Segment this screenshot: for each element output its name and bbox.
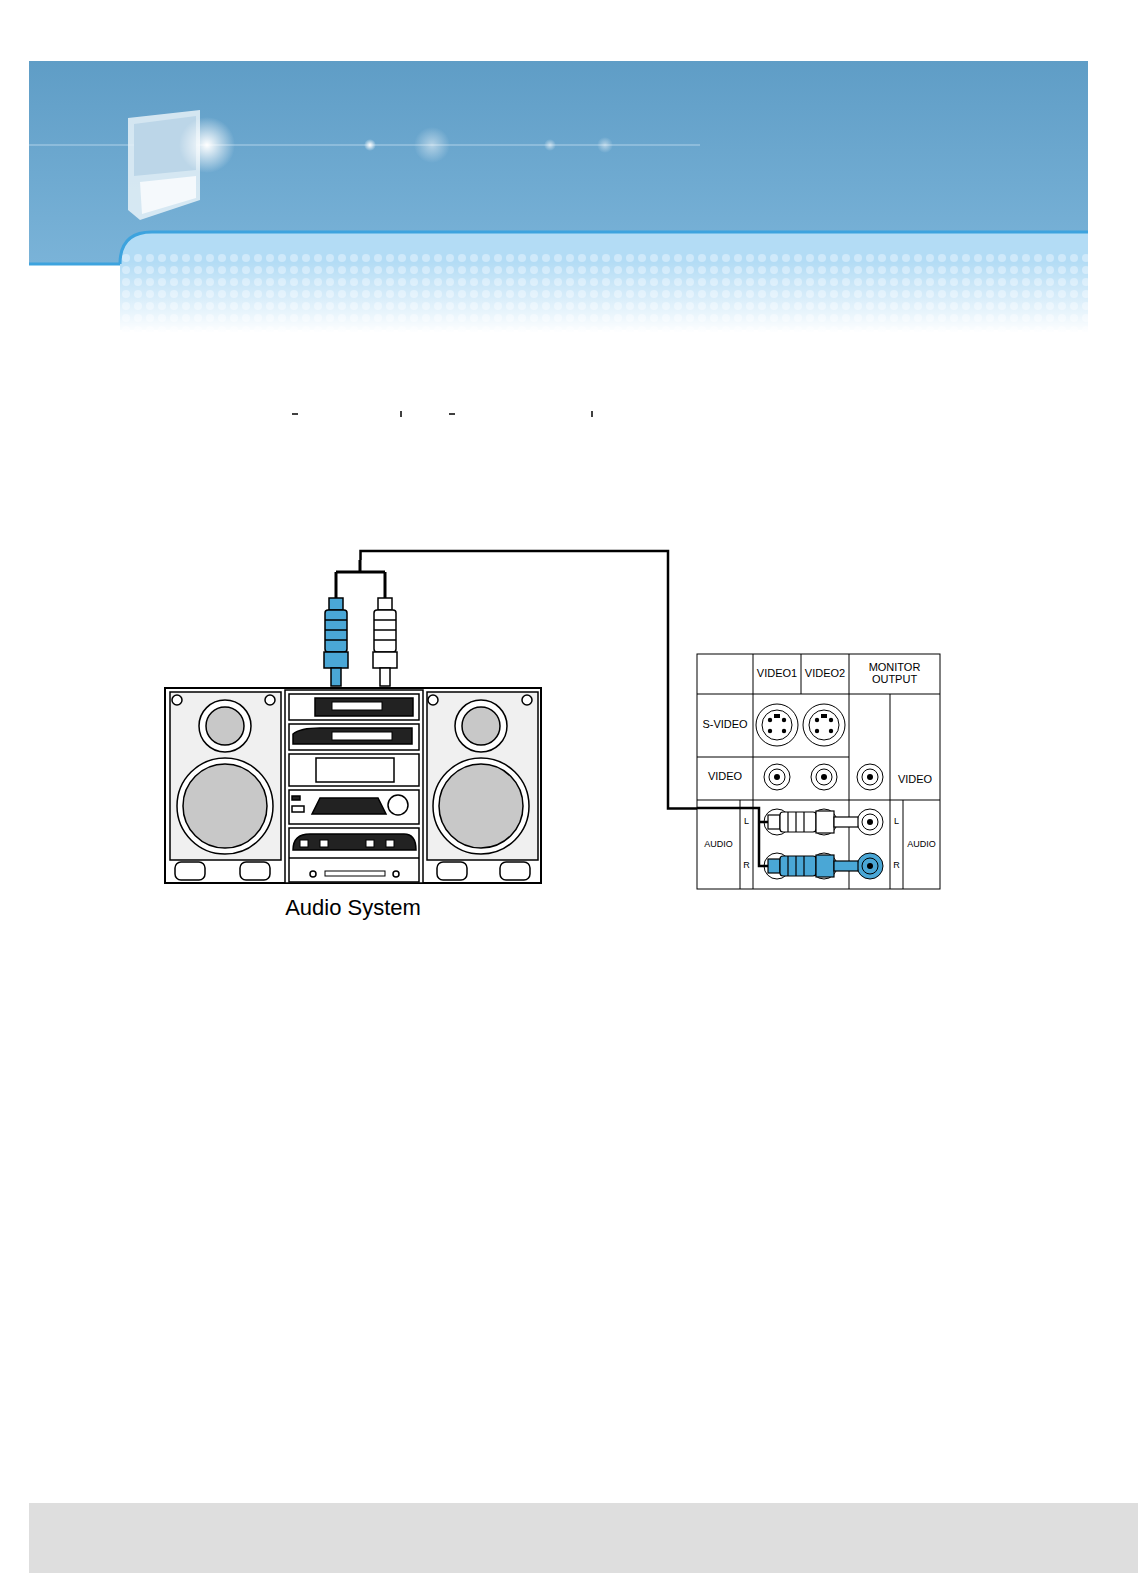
panel-label: R [890, 861, 903, 870]
audio-system-illustration [165, 560, 541, 883]
panel-label: VIDEO1 [753, 668, 801, 680]
panel-label: VIDEO [890, 774, 940, 786]
panel-label: MONITOR OUTPUT [849, 662, 940, 685]
panel-label: AUDIO [903, 840, 940, 849]
panel-node: VIDEO1VIDEO2MONITOR OUTPUT S-VIDEO VIDEO VI… [697, 654, 940, 889]
panel-label: VIDEO [697, 771, 753, 783]
panel-label: VIDEO2 [801, 668, 849, 680]
panel-label: S-VIDEO [697, 719, 753, 731]
device-caption: Audio System [165, 896, 541, 919]
connection-panel [697, 654, 940, 889]
footer-band [29, 1503, 1138, 1573]
panel-label: AUDIO [697, 840, 740, 849]
panel-label: L [890, 817, 903, 826]
panel-label: L [740, 817, 753, 826]
panel-label: R [740, 861, 753, 870]
tick-marks [292, 411, 592, 417]
audio-system-node: Audio System [165, 568, 541, 925]
audio-cable [361, 551, 697, 808]
